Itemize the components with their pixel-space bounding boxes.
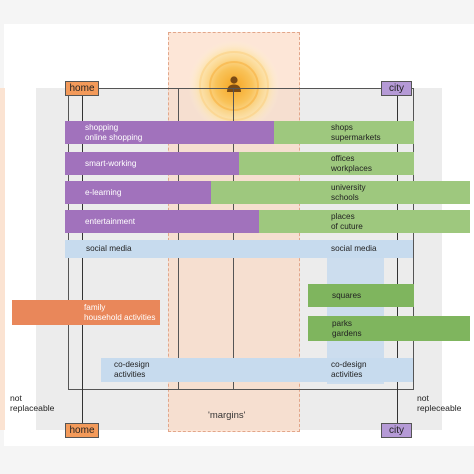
city-tag-top: city xyxy=(381,81,412,96)
home-range-box xyxy=(68,88,234,390)
supermarkets-label: supermarkets xyxy=(331,133,381,142)
squares-label: squares xyxy=(332,290,362,300)
entertainment-label: entertainment xyxy=(85,216,136,226)
parks-label: parks xyxy=(332,318,353,328)
university-bar-right xyxy=(211,181,470,204)
repleceable-right-label: repleceable xyxy=(417,403,462,413)
entertainment-bar: entertainment xyxy=(65,210,259,233)
offices-label: offices xyxy=(331,154,355,163)
co-design-right-label: co-design xyxy=(331,360,367,369)
city-range-box xyxy=(178,88,414,390)
shopping-label: shopping xyxy=(85,122,119,132)
parks-bar: parks gardens xyxy=(308,316,470,341)
co-design-left-block: co-design activities xyxy=(114,360,150,380)
shopping-bar: shopping online shopping xyxy=(65,121,274,144)
university-label: university xyxy=(331,183,366,192)
co-design-right-block: co-design activities xyxy=(331,360,367,380)
co-design-right-activities-label: activities xyxy=(331,370,363,379)
home-tag-bottom: home xyxy=(65,423,99,438)
replaceable-left-label: replaceable xyxy=(10,403,55,413)
not-right-label: not xyxy=(417,393,429,403)
offices-bar-right xyxy=(239,152,414,175)
home-axis-line xyxy=(82,96,83,426)
of-culture-label: of cuture xyxy=(331,222,363,231)
city-tag-bottom: city xyxy=(381,423,412,438)
social-media-right-label: social media xyxy=(331,244,377,253)
gardens-label: gardens xyxy=(332,328,362,338)
e-learning-bar: e-learning xyxy=(65,181,211,204)
city-axis-line xyxy=(397,96,398,426)
online-shopping-label: online shopping xyxy=(85,132,143,142)
university-label-block: university schools xyxy=(331,183,366,203)
smart-working-bar: smart-working xyxy=(65,152,239,175)
family-label: family xyxy=(84,302,106,312)
shops-label: shops xyxy=(331,123,353,132)
not-left-label: not xyxy=(10,393,22,403)
city-tag-top-label: city xyxy=(389,83,404,94)
household-activities-label: household activities xyxy=(84,312,156,322)
home-tag-top-label: home xyxy=(69,83,95,94)
shops-bar-right xyxy=(274,121,414,144)
social-media-bar xyxy=(65,240,413,258)
places-label: places xyxy=(331,212,355,221)
places-label-block: places of cuture xyxy=(331,212,363,232)
family-bar: family household activities xyxy=(12,300,160,325)
co-design-left-activities-label: activities xyxy=(114,370,146,379)
places-bar-right xyxy=(259,210,470,233)
home-tag-bottom-label: home xyxy=(69,425,95,436)
margins-label: 'margins' xyxy=(208,410,246,421)
co-design-left-label: co-design xyxy=(114,360,150,369)
offices-label-block: offices workplaces xyxy=(331,154,372,174)
city-tag-bottom-label: city xyxy=(389,425,404,436)
smart-working-label: smart-working xyxy=(85,158,137,168)
not-replaceable-right: not repleceable xyxy=(417,393,461,413)
schools-label: schools xyxy=(331,193,359,202)
social-media-left-label: social media xyxy=(86,244,132,253)
not-replaceable-left: not replaceable xyxy=(10,393,54,413)
shops-label-block: shops supermarkets xyxy=(331,123,381,143)
left-edge-strip xyxy=(0,88,5,430)
e-learning-label: e-learning xyxy=(85,187,122,197)
squares-bar: squares xyxy=(308,284,414,307)
home-tag-top: home xyxy=(65,81,99,96)
co-design-bar xyxy=(101,358,413,382)
workplaces-label: workplaces xyxy=(331,164,372,173)
